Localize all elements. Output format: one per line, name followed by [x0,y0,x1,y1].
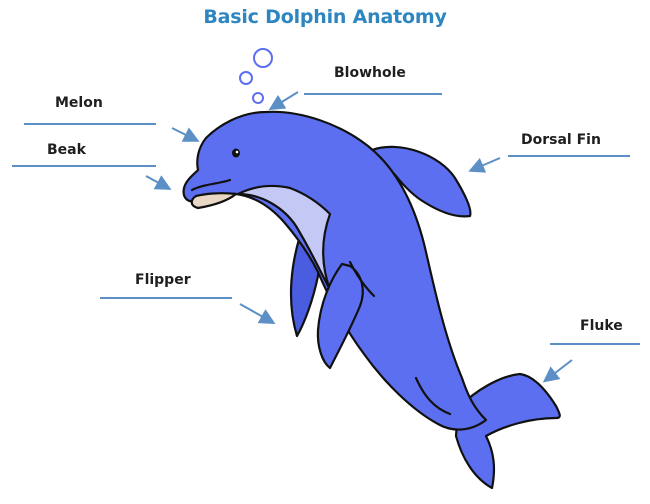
label-blowhole: Blowhole [334,65,406,81]
tail-fluke [456,374,560,488]
label-flipper: Flipper [135,272,191,288]
bubble-icon [240,72,252,84]
arrow-icon [146,176,168,188]
arrow-icon [546,360,572,380]
label-dorsal-fin: Dorsal Fin [521,132,601,148]
bubble-icon [254,49,272,67]
dolphin-eye [232,149,240,158]
dolphin-body [184,112,486,430]
arrow-icon [272,92,298,108]
bubbles [240,49,272,103]
label-melon: Melon [55,95,103,111]
dolphin-illustration [184,112,560,488]
arrow-icon [172,128,196,140]
bubble-icon [253,93,263,103]
dolphin-beak [192,193,236,208]
arrow-icon [472,158,500,170]
label-fluke: Fluke [580,318,623,334]
arrow-icon [240,304,272,322]
label-beak: Beak [47,142,86,158]
